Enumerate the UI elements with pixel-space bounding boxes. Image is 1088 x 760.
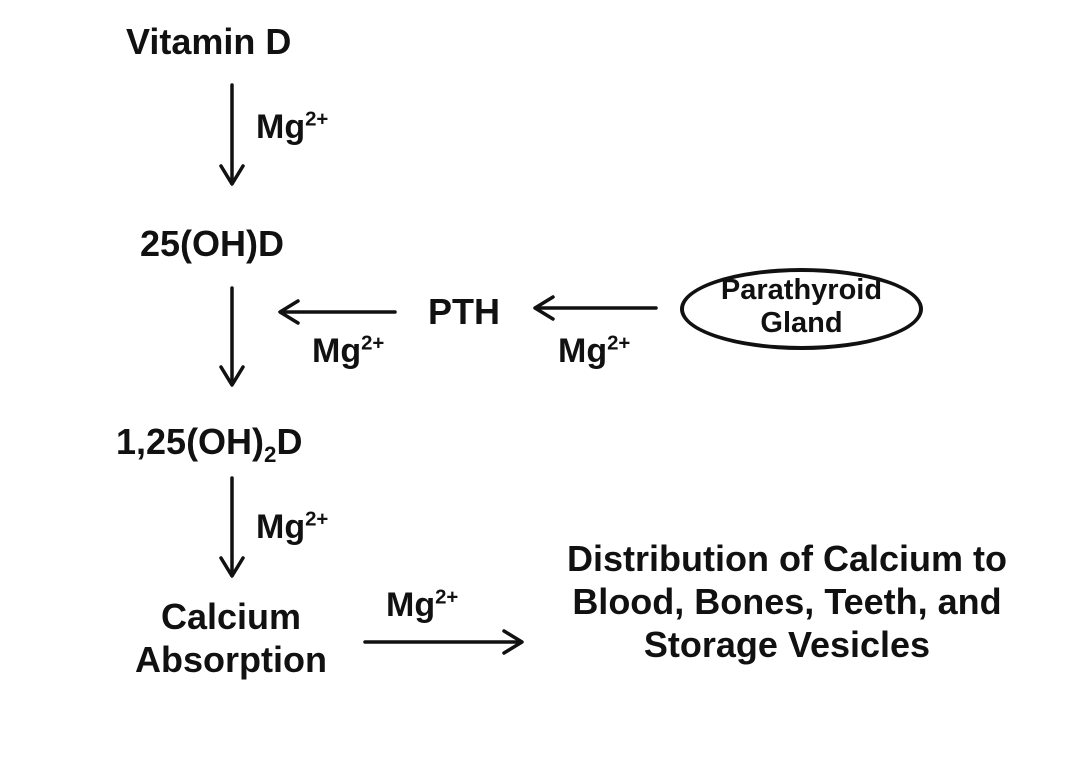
mg-label-calcitriol-step: Mg2+ [256, 508, 328, 547]
mg-base: Mg [312, 332, 362, 370]
node-calcium-absorption: Calcium Absorption [106, 595, 356, 681]
node-pth: PTH [428, 291, 500, 332]
mg-charge: 2+ [435, 586, 459, 609]
arrow-pth-to-conversion [278, 299, 397, 325]
mg-charge: 2+ [305, 108, 329, 131]
mg-base: Mg [558, 332, 608, 370]
arrow-25ohd-to-calcitriol [219, 286, 245, 387]
distribution-line3: Storage Vesicles [643, 624, 931, 666]
node-vitamin-d: Vitamin D [126, 21, 292, 62]
arrow-absorption-to-distribution [363, 629, 524, 655]
arrow-vitd-to-25ohd [219, 83, 245, 186]
mg-label-pth-action: Mg2+ [312, 332, 384, 371]
arrow-gland-to-pth [533, 295, 658, 321]
calcitriol-suffix: D [276, 421, 303, 462]
mg-label-distribution-step: Mg2+ [386, 586, 458, 625]
calcitriol-prefix: 1,25(OH) [116, 421, 265, 462]
node-calcium-distribution: Distribution of Calcium to Blood, Bones,… [512, 537, 1062, 667]
parathyroid-line2: Gland [760, 307, 843, 340]
mg-label-vitd-step: Mg2+ [256, 108, 328, 147]
calcium-absorption-line2: Absorption [135, 639, 327, 681]
parathyroid-line1: Parathyroid [720, 274, 883, 306]
node-calcitriol: 1,25(OH)2D [116, 420, 303, 466]
calcium-absorption-line1: Calcium [160, 596, 302, 637]
arrow-calcitriol-to-absorption [219, 476, 245, 578]
mg-charge: 2+ [607, 332, 631, 355]
node-parathyroid-gland: Parathyroid Gland [680, 274, 923, 341]
mg-base: Mg [386, 586, 436, 624]
node-25-oh-d: 25(OH)D [140, 223, 285, 264]
mg-charge: 2+ [361, 332, 385, 355]
mg-base: Mg [256, 108, 306, 146]
mg-label-pth-secretion: Mg2+ [558, 332, 630, 371]
distribution-line2: Blood, Bones, Teeth, and [572, 581, 1002, 623]
mg-charge: 2+ [305, 508, 329, 531]
calcitriol-subscript: 2 [264, 442, 277, 468]
mg-base: Mg [256, 508, 306, 546]
distribution-line1: Distribution of Calcium to [567, 538, 1007, 579]
parathyroid-gland-ellipse [680, 268, 923, 350]
